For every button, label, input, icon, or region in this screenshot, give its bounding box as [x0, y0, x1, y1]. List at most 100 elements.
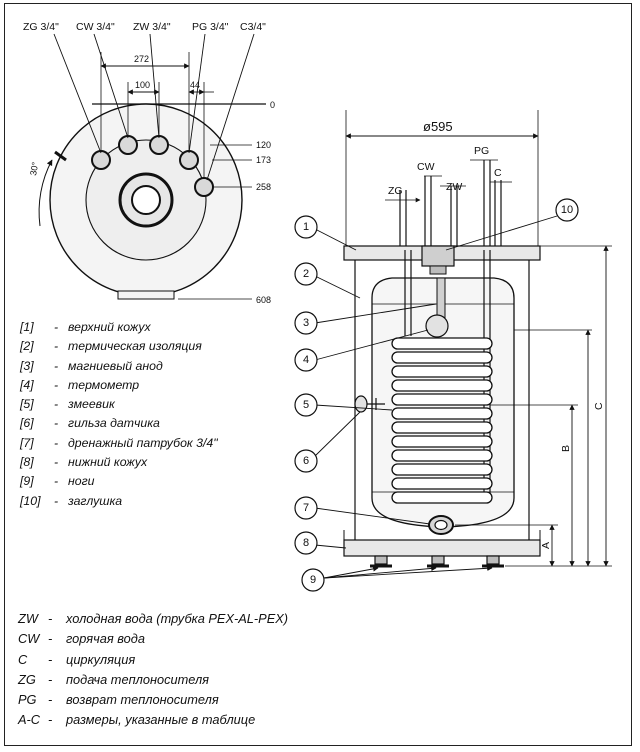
- legend-key: [6]: [20, 416, 34, 431]
- legend-key: [4]: [20, 377, 34, 392]
- dim-272: 272: [134, 54, 149, 64]
- dim-100: 100: [135, 80, 150, 90]
- abbr-text: подача теплоносителя: [66, 671, 210, 687]
- callout-circle-6: [294, 449, 318, 473]
- dim-b-label: B: [560, 445, 572, 452]
- abbr-dash: -: [48, 692, 53, 708]
- legend-dash: -: [54, 339, 59, 354]
- legend-text: магниевый анод: [68, 358, 163, 373]
- label-zw: ZW: [446, 181, 462, 193]
- abbr-text: горячая вода: [66, 631, 145, 647]
- legend-dash: -: [54, 455, 59, 470]
- abbr-text: размеры, указанные в таблице: [66, 712, 256, 728]
- callout-4: 4: [303, 354, 309, 366]
- callout-2: 2: [303, 268, 309, 280]
- top-anode-core: [131, 185, 161, 215]
- level-608: 608: [256, 295, 271, 305]
- abbr-key: ZW: [18, 611, 38, 626]
- label-pg: PG: [474, 145, 489, 157]
- legend-item: [10]-заглушка: [20, 492, 218, 511]
- legend-dash: -: [54, 474, 59, 489]
- legend-item: [3] -магниевый анод: [20, 357, 218, 376]
- callout-circle-8: [294, 531, 318, 555]
- legend-key: [2]: [20, 339, 34, 354]
- parts-legend: [1]-верхний кожух [2]-термическая изоляц…: [20, 318, 218, 511]
- top-drain-tab: [117, 290, 175, 300]
- label-cw-conn: CW 3/4": [76, 21, 115, 33]
- callout-1: 1: [303, 221, 309, 233]
- legend-item: [8]-нижний кожух: [20, 453, 218, 472]
- abbr-text: возврат теплоносителя: [66, 692, 219, 708]
- callout-circle-1: [294, 215, 318, 239]
- legend-text: верхний кожух: [68, 320, 151, 334]
- level-173: 173: [256, 155, 271, 165]
- label-zw-conn: ZW 3/4": [133, 21, 171, 33]
- abbr-item: ZW-холодная вода (трубка PEX-AL-PEX): [18, 609, 288, 629]
- legend-text: заглушка: [68, 493, 123, 508]
- abbr-dash: -: [48, 611, 53, 626]
- legend-item: [1]-верхний кожух: [20, 318, 218, 337]
- legend-dash: -: [54, 416, 59, 431]
- legend-item: [9]-ноги: [20, 472, 218, 491]
- top-view-labels: ZG 3/4" CW 3/4" ZW 3/4" PG 3/4" C3/4" 27…: [23, 21, 275, 305]
- legend-dash: -: [54, 358, 59, 373]
- abbr-text: циркуляция: [66, 651, 136, 667]
- feet: [370, 555, 504, 568]
- callout-circle-7: [294, 496, 318, 520]
- legend-text: дренажный патрубок 3/4": [68, 435, 218, 450]
- legend-item: [6]-гильза датчика: [20, 414, 218, 433]
- side-view-labels: ø595 CW PG ZG ZW C A B C 1 2 3 4 5 6 7 8…: [303, 119, 605, 586]
- angle-label: 30°: [28, 161, 40, 177]
- width-label: ø595: [423, 119, 453, 134]
- legend-key: [8]: [20, 455, 34, 470]
- abbr-key: CW: [18, 631, 40, 647]
- legend-dash: -: [54, 397, 59, 412]
- label-c-conn: C3/4": [240, 21, 266, 33]
- cw-port: [118, 135, 138, 155]
- level-0: 0: [270, 100, 275, 110]
- legend-text: термическая изоляция: [68, 339, 202, 354]
- callout-6: 6: [303, 455, 309, 467]
- label-zg: ZG: [388, 185, 403, 197]
- zg-port: [91, 150, 111, 170]
- abbr-dash: -: [48, 631, 53, 647]
- zw-port: [149, 135, 169, 155]
- abbr-key: PG: [18, 692, 37, 708]
- heating-coil: [391, 337, 493, 504]
- abbr-key: ZG: [18, 671, 36, 687]
- callout-circle-3: [294, 311, 318, 335]
- label-pg-conn: PG 3/4": [192, 21, 229, 33]
- level-258: 258: [256, 182, 271, 192]
- abbr-dash: -: [48, 651, 53, 667]
- abbr-key: A-C: [18, 712, 41, 728]
- legend-text: термометр: [68, 377, 140, 392]
- bottom-cover: [343, 539, 541, 557]
- legend-key: [7]: [20, 435, 34, 450]
- callout-circle-4: [294, 348, 318, 372]
- legend-key: [3]: [20, 358, 34, 373]
- legend-text: змеевик: [68, 397, 115, 412]
- callout-9: 9: [310, 574, 316, 586]
- dim-c-label: C: [593, 402, 605, 410]
- abbr-text: холодная вода (трубка PEX-AL-PEX): [66, 611, 289, 626]
- callout-circle-10: [555, 198, 579, 222]
- dim-a-label: A: [540, 542, 552, 549]
- abbreviation-legend: ZW-холодная вода (трубка PEX-AL-PEX) CW-…: [18, 609, 288, 731]
- abbr-item: ZG-подача теплоносителя: [18, 670, 288, 690]
- abbr-key: C: [18, 651, 28, 667]
- dim-44: 44: [190, 80, 200, 90]
- legend-key: [5]: [20, 397, 34, 412]
- callout-8: 8: [303, 537, 309, 549]
- thermometer: [425, 314, 449, 338]
- legend-key: [1]: [20, 320, 34, 334]
- legend-dash: -: [54, 377, 59, 392]
- callout-10: 10: [561, 204, 573, 216]
- abbr-dash: -: [48, 671, 53, 687]
- abbr-item: A-C-размеры, указанные в таблице: [18, 710, 288, 730]
- label-c: C: [494, 167, 502, 179]
- callout-circle-9: [301, 568, 325, 592]
- callout-circle-2: [294, 262, 318, 286]
- legend-item: [7]-дренажный патрубок 3/4": [20, 434, 218, 453]
- level-120: 120: [256, 140, 271, 150]
